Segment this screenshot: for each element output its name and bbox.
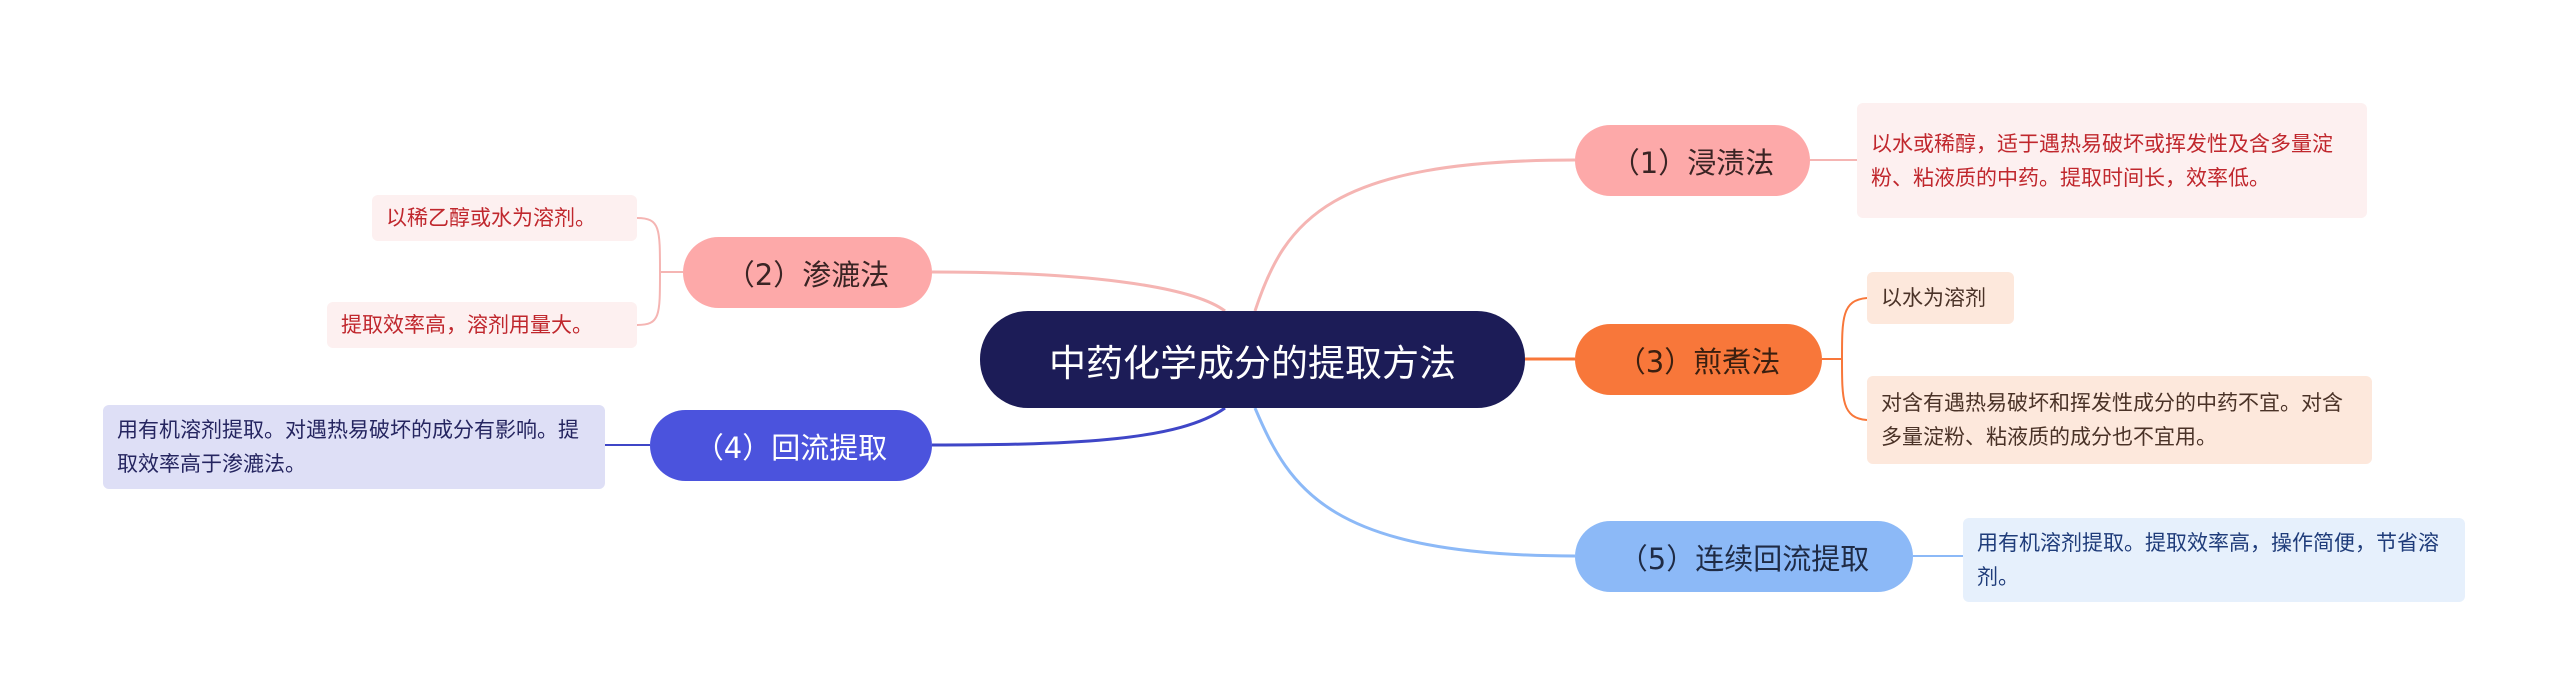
note-b2-2[interactable]: 提取效率高，溶剂用量大。 [327, 302, 637, 348]
connector-center-b4 [931, 406, 1226, 447]
connector-center-b5 [1253, 407, 1576, 558]
connector-b2-notes [636, 217, 683, 326]
branch-b1[interactable]: （1）浸渍法 [1575, 125, 1810, 196]
note-b4[interactable]: 用有机溶剂提取。对遇热易破坏的成分有影响。提取效率高于渗漉法。 [103, 405, 605, 489]
note-b3-1[interactable]: 以水为溶剂 [1867, 272, 2014, 324]
note-b2-1[interactable]: 以稀乙醇或水为溶剂。 [372, 195, 637, 241]
connector-center-b1 [1253, 158, 1576, 312]
branch-b4[interactable]: （4）回流提取 [650, 410, 932, 481]
note-b1[interactable]: 以水或稀醇，适于遇热易破坏或挥发性及含多量淀粉、粘液质的中药。提取时间长，效率低… [1857, 103, 2367, 218]
branch-b5[interactable]: （5）连续回流提取 [1575, 521, 1913, 592]
note-b5[interactable]: 用有机溶剂提取。提取效率高，操作简便，节省溶剂。 [1963, 518, 2465, 602]
connector-center-b2 [931, 270, 1226, 313]
note-b3-2[interactable]: 对含有遇热易破坏和挥发性成分的中药不宜。对含多量淀粉、粘液质的成分也不宜用。 [1867, 376, 2372, 464]
central-topic[interactable]: 中药化学成分的提取方法 [980, 311, 1525, 408]
connector-b3-notes [1822, 297, 1868, 421]
branch-b2[interactable]: （2）渗漉法 [683, 237, 932, 308]
branch-b3[interactable]: （3）煎煮法 [1575, 324, 1822, 395]
